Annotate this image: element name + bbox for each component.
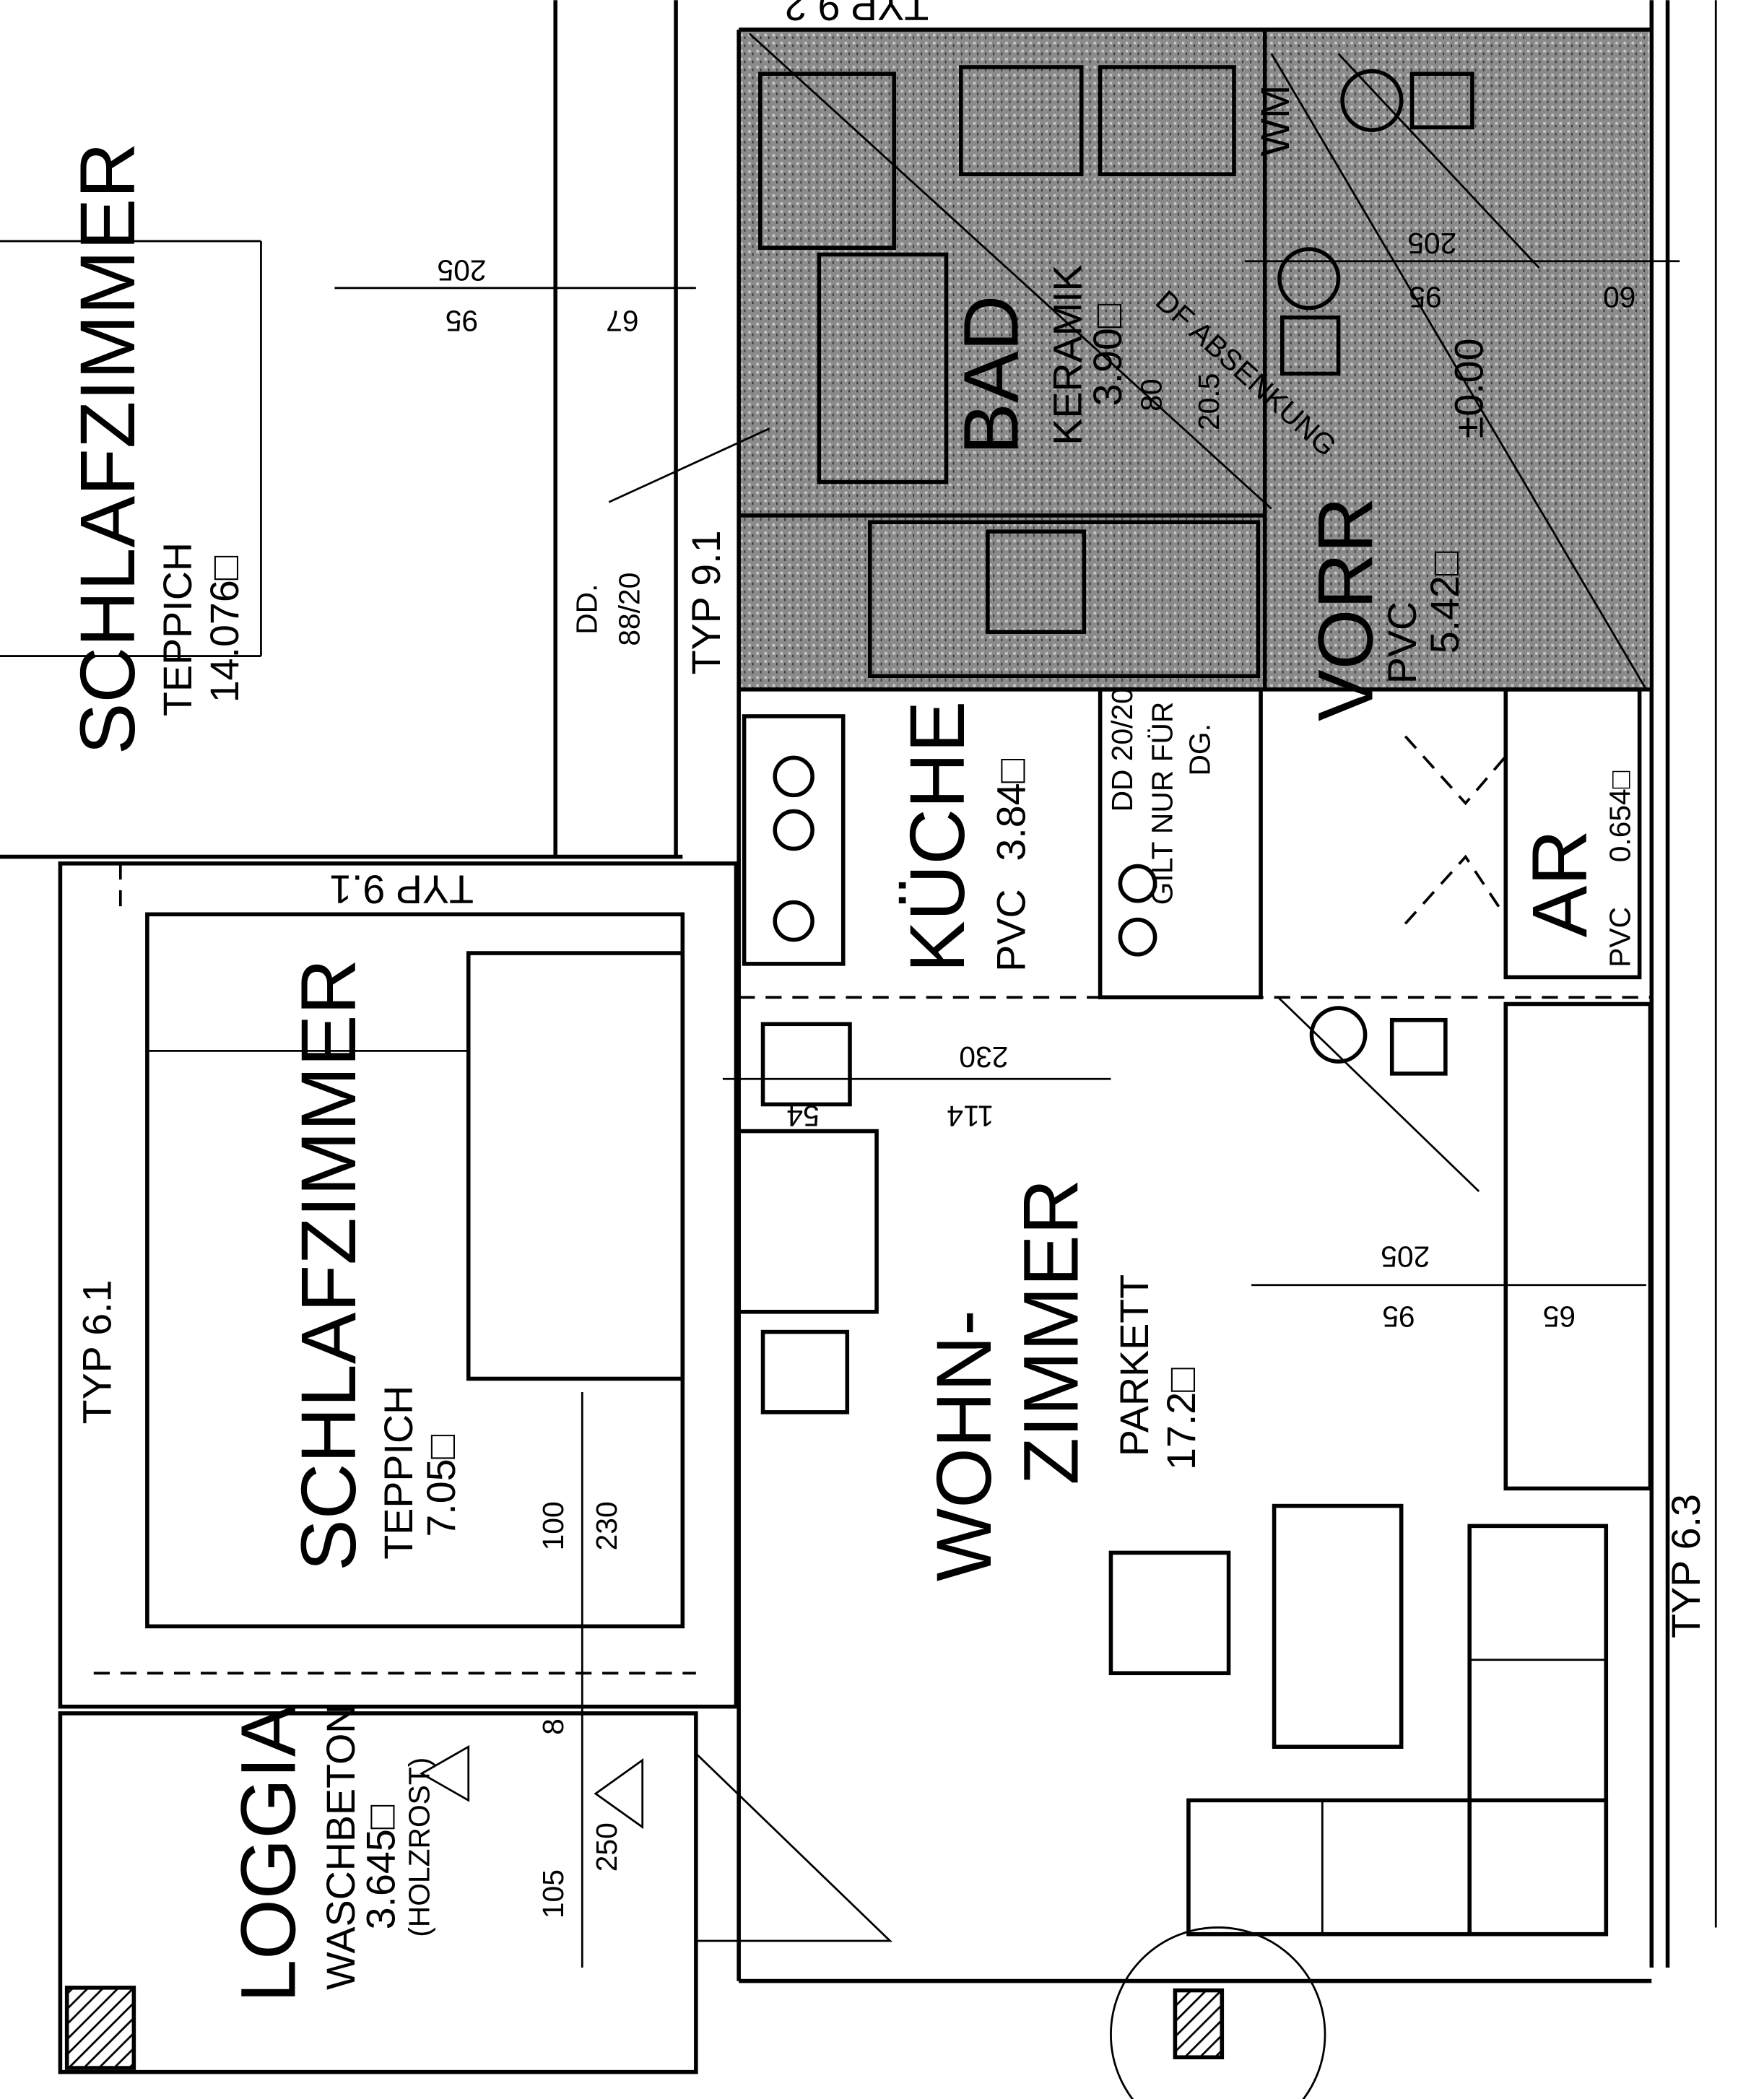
column [64, 1986, 136, 2070]
wc [1340, 69, 1404, 132]
dim: 230 [590, 1501, 623, 1550]
ceiling-opening-label-2: DD 20/20 [1105, 687, 1139, 812]
room-name: KÜCHE [894, 701, 981, 973]
dim: 250 [590, 1822, 623, 1872]
room-floor: PARKETT [1112, 1274, 1157, 1456]
room-floor: WASCHBETON [318, 1705, 363, 1990]
room-area: 17.2□ [1159, 1368, 1204, 1470]
room-loggia: LOGGIA WASCHBETON 3.645□ (HOLZROST) [225, 1705, 435, 2003]
room-name: WOHN- [921, 1310, 1007, 1581]
room-bedroom1: SCHLAFZIMMER TEPPICH 14.076□ [64, 142, 247, 755]
stove [742, 714, 846, 966]
ceiling-opening-size: 88/20 [613, 573, 646, 646]
type-label: TYP 9.1 [329, 867, 474, 912]
room-hall: VORR PVC 5.42□ [1302, 497, 1467, 721]
ceiling-opening-note: GILT NUR FÜR [1145, 702, 1178, 905]
room-area: 3.645□ [359, 1804, 404, 1929]
room-floor: PVC [1603, 907, 1636, 968]
room-area: 0.654□ [1603, 770, 1636, 862]
ceiling-opening-label: DD. [570, 584, 603, 635]
room-kitchen: KÜCHE PVC 3.84□ [894, 701, 1034, 973]
room-bath: BAD KERAMIK 3.90□ [947, 264, 1130, 454]
room-name: BAD [947, 295, 1034, 455]
room-note: (HOLZROST) [403, 1757, 436, 1937]
room-living: WOHN- ZIMMER PARKETT 17.2□ [921, 1179, 1204, 1582]
type-label: TYP 6.1 [75, 1279, 120, 1424]
dim: 20.5 [1192, 373, 1225, 430]
room-name: AR [1516, 830, 1603, 937]
dim: 60 [1603, 280, 1635, 313]
type-label: TYP 9.2 [784, 0, 929, 28]
dim: 65 [1543, 1300, 1576, 1334]
dim: 205 [1407, 227, 1456, 260]
room-floor: TEPPICH [376, 1386, 421, 1560]
room-floor: PVC [989, 889, 1034, 971]
type-label: TYP 6.3 [1664, 1494, 1708, 1638]
room-area: 14.076□ [202, 555, 247, 703]
cabinet [760, 1022, 852, 1107]
wet-area-shading [739, 30, 1649, 690]
room-name: VORR [1302, 497, 1389, 721]
room-storage: AR PVC 0.654□ [1516, 770, 1636, 967]
room-area: 3.84□ [989, 758, 1034, 861]
dim: 95 [1382, 1300, 1415, 1334]
dim: 230 [959, 1040, 1008, 1074]
dim: 205 [1381, 1240, 1430, 1273]
table [1108, 1550, 1231, 1676]
room-floor: PVC [1380, 601, 1425, 684]
dim: 54 [786, 1100, 819, 1133]
dim: 205 [437, 253, 486, 287]
ceiling-opening-note-2: DG. [1183, 723, 1216, 775]
room-name-2: ZIMMER [1008, 1179, 1095, 1485]
level-label: ±0.00 [1447, 338, 1492, 438]
dim: 95 [1409, 280, 1441, 313]
room-area: 7.05□ [419, 1434, 464, 1537]
room-bedroom2: SCHLAFZIMMER TEPPICH 7.05□ [285, 959, 464, 1571]
washer [959, 65, 1084, 177]
bathtub [758, 71, 896, 250]
room-name: LOGGIA [225, 1705, 311, 2003]
dim: 105 [536, 1869, 570, 1918]
room-name: SCHLAFZIMMER [285, 959, 372, 1571]
dim: 67 [606, 305, 638, 338]
washing-machine-label: WM [1253, 85, 1298, 157]
bed [466, 951, 685, 1381]
dim: 95 [446, 305, 478, 338]
dim: 100 [536, 1501, 570, 1550]
door-swing [1110, 1926, 1326, 2099]
dim: 80 [1135, 378, 1168, 411]
column-2 [1173, 1988, 1225, 2060]
diagonal-bath [749, 32, 1272, 510]
boiler [1098, 65, 1236, 177]
room-area: 5.42□ [1422, 551, 1467, 653]
room-area: 3.90□ [1085, 303, 1130, 406]
room-floor: TEPPICH [155, 542, 200, 716]
room-name: SCHLAFZIMMER [64, 142, 151, 755]
room-floor: KERAMIK [1046, 264, 1090, 445]
type-label: TYP 9.1 [684, 530, 729, 674]
dim: 8 [536, 1718, 570, 1735]
diagonal-hall [1270, 53, 1648, 690]
dim: 114 [947, 1100, 994, 1133]
sofa [1272, 1503, 1404, 1749]
